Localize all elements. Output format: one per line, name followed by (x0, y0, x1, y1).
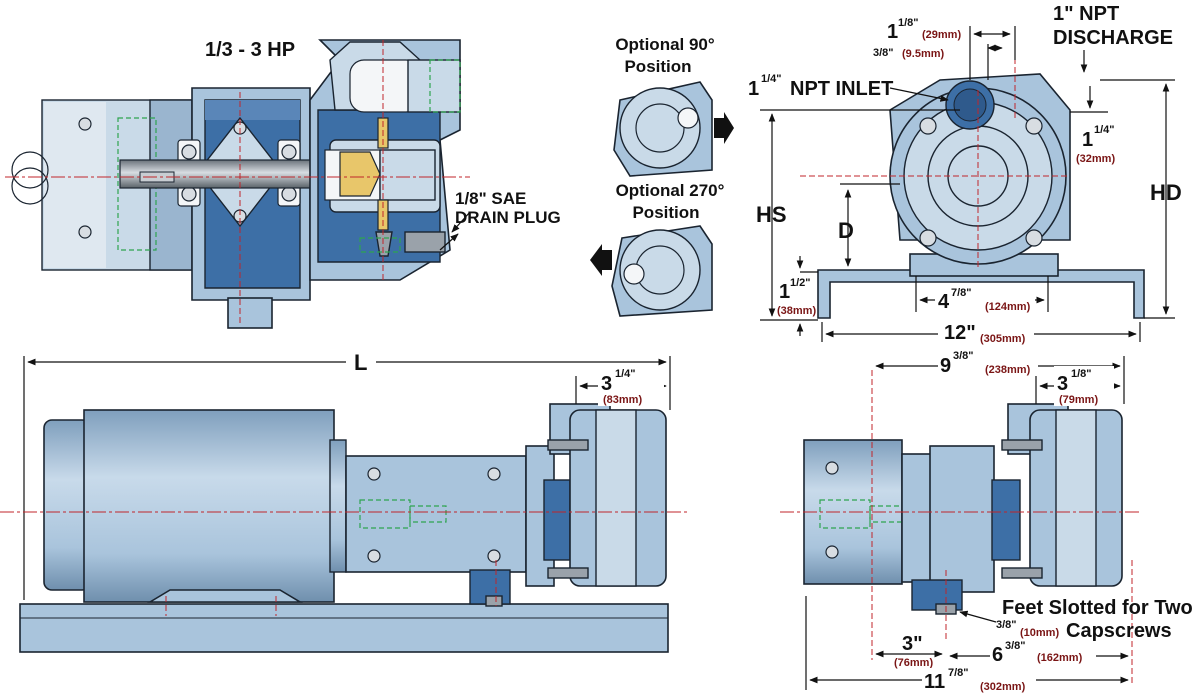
dim-3-1-8-mm: (79mm) (1059, 394, 1098, 406)
dim-3-whole: 3" (902, 633, 923, 655)
side-view-with-base: L 3 1/4" (83mm) (0, 348, 690, 653)
end-view: 1" NPT DISCHARGE 1 1/4" NPT INLET 1 1/8"… (748, 3, 1182, 346)
dim-4-7-8-mm: (124mm) (985, 301, 1031, 313)
dim-12-mm: (305mm) (980, 333, 1026, 345)
dim-11-7-8-mm: (302mm) (980, 681, 1026, 693)
dim-3-8-mm: (9.5mm) (902, 48, 945, 60)
feet-slotted-label-2: Capscrews (1066, 620, 1172, 642)
npt-inlet-frac: 1/4" (761, 73, 782, 85)
dim-1-1-2-mm: (38mm) (777, 305, 816, 317)
dim-3-1-4-mm: (83mm) (603, 394, 642, 406)
drain-plug-label: 1/8" SAE (455, 189, 526, 208)
dim-11-7-8-frac: 7/8" (948, 667, 969, 679)
opt90-label-2: Position (624, 57, 691, 76)
npt-discharge-label-2: DISCHARGE (1053, 27, 1173, 49)
dim-9-3-8-whole: 9 (940, 355, 951, 377)
dim-9-3-8-mm: (238mm) (985, 364, 1031, 376)
l-label: L (354, 350, 367, 375)
dim-1-1-8-frac: 1/8" (898, 17, 919, 29)
dim-1-1-8-whole: 1 (887, 21, 898, 43)
feet-slotted-label: Feet Slotted for Two (1002, 597, 1193, 619)
dim-1-1-4-whole: 1 (1082, 129, 1093, 151)
dim-3-mm: (76mm) (894, 657, 933, 669)
cutaway-section-view: 1/3 - 3 HP 1/8" SAE DRAIN PLUG (5, 39, 561, 329)
dim-1-1-4-mm: (32mm) (1076, 153, 1115, 165)
dim-1-1-2-whole: 1 (779, 281, 790, 303)
dim-3-1-8-whole: 3 (1057, 373, 1068, 395)
dim-3-1-4-frac: 1/4" (615, 368, 636, 380)
hp-range-label: 1/3 - 3 HP (205, 39, 295, 61)
dim-6-3-8-frac: 3/8" (1005, 640, 1026, 652)
d-label: D (838, 218, 854, 243)
dim-3-8-whole: 3/8" (873, 47, 894, 59)
dim-3-1-8-frac: 1/8" (1071, 368, 1092, 380)
side-view-pump-only: 9 3/8" (238mm) 3 1/8" (79mm) Feet Slotte… (780, 350, 1193, 696)
dim-9-3-8-frac: 3/8" (953, 350, 974, 362)
pump-270-position-icon (590, 225, 713, 317)
hd-label: HD (1150, 180, 1182, 205)
drain-plug-label-2: DRAIN PLUG (455, 208, 561, 227)
npt-inlet-label: NPT INLET (790, 78, 893, 100)
dim-6-3-8-mm: (162mm) (1037, 652, 1083, 664)
dim-4-7-8-frac: 7/8" (951, 287, 972, 299)
npt-discharge-label: 1" NPT (1053, 3, 1119, 25)
dim-3-8-foot-whole: 3/8" (996, 619, 1017, 631)
dim-3-8-foot-mm: (10mm) (1020, 627, 1059, 639)
dim-4-7-8-whole: 4 (938, 291, 950, 313)
dim-12-whole: 12" (944, 322, 976, 344)
hs-label: HS (756, 202, 787, 227)
dim-1-1-8-mm: (29mm) (922, 29, 961, 41)
dim-1-1-4-frac: 1/4" (1094, 124, 1115, 136)
optional-positions: Optional 90° Position Optional 270° Posi… (590, 35, 734, 317)
dim-3-1-4-whole: 3 (601, 373, 612, 395)
dim-6-3-8-whole: 6 (992, 644, 1003, 666)
dim-11-7-8-whole: 11 (924, 671, 945, 693)
opt270-label: Optional 270° (616, 181, 725, 200)
opt90-label: Optional 90° (615, 35, 715, 54)
npt-inlet-whole: 1 (748, 78, 759, 100)
pump-90-position-icon (613, 81, 734, 177)
dim-1-1-2-frac: 1/2" (790, 277, 811, 289)
opt270-label-2: Position (632, 203, 699, 222)
